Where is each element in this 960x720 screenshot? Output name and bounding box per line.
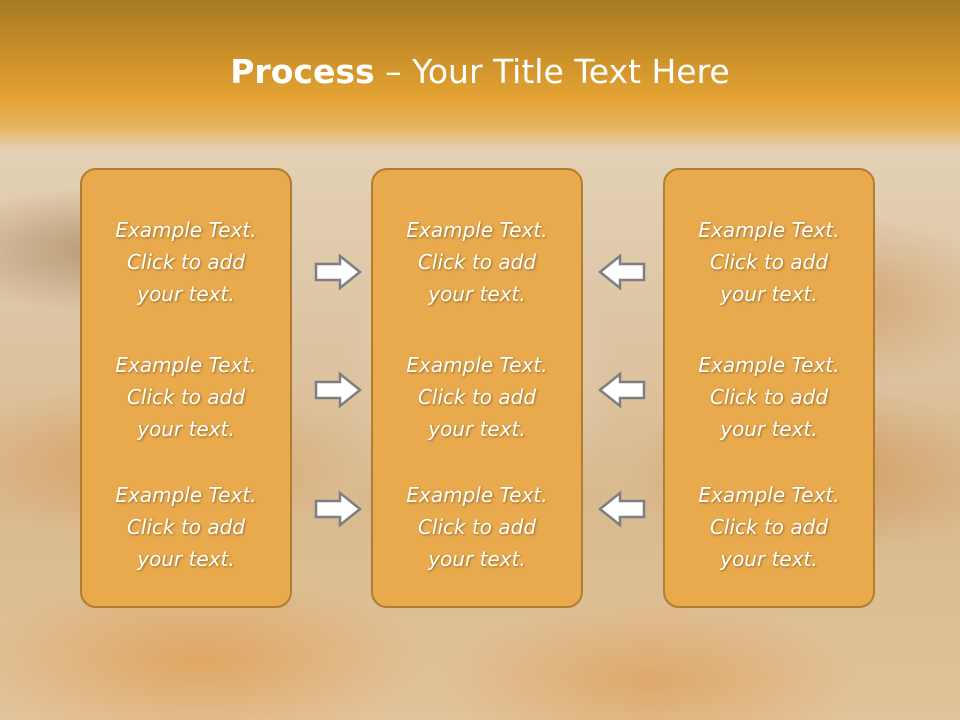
text-line: Example Text.	[406, 353, 548, 377]
text-line: Click to add	[126, 385, 246, 409]
text-line: Example Text.	[698, 218, 840, 242]
right-arrow-icon	[314, 490, 362, 528]
text-line: Click to add	[417, 515, 537, 539]
text-line: Click to add	[709, 515, 829, 539]
process-box-center[interactable]: Example Text. Click to add your text. Ex…	[371, 168, 583, 608]
text-line: Click to add	[417, 250, 537, 274]
text-placeholder[interactable]: Example Text. Click to add your text.	[82, 479, 290, 575]
text-placeholder[interactable]: Example Text. Click to add your text.	[373, 349, 581, 445]
text-line: your text.	[428, 417, 526, 441]
text-line: your text.	[137, 282, 235, 306]
title-rest-part: – Your Title Text Here	[374, 52, 730, 91]
title-bold-part: Process	[230, 52, 375, 91]
slide-title[interactable]: Process – Your Title Text Here	[0, 52, 960, 91]
right-arrow-icon	[314, 253, 362, 291]
text-line: Example Text.	[698, 353, 840, 377]
text-line: Example Text.	[406, 483, 548, 507]
text-line: Click to add	[709, 250, 829, 274]
text-placeholder[interactable]: Example Text. Click to add your text.	[665, 479, 873, 575]
title-band	[0, 0, 960, 150]
text-placeholder[interactable]: Example Text. Click to add your text.	[373, 214, 581, 310]
process-box-left[interactable]: Example Text. Click to add your text. Ex…	[80, 168, 292, 608]
text-placeholder[interactable]: Example Text. Click to add your text.	[665, 214, 873, 310]
text-line: your text.	[720, 547, 818, 571]
left-arrow-icon	[598, 371, 646, 409]
text-line: Example Text.	[698, 483, 840, 507]
text-line: Click to add	[126, 250, 246, 274]
text-line: your text.	[720, 417, 818, 441]
text-line: your text.	[137, 417, 235, 441]
text-line: Example Text.	[406, 218, 548, 242]
right-arrow-icon	[314, 371, 362, 409]
text-line: Example Text.	[115, 218, 257, 242]
text-line: your text.	[428, 547, 526, 571]
left-arrow-icon	[598, 253, 646, 291]
text-placeholder[interactable]: Example Text. Click to add your text.	[82, 214, 290, 310]
left-arrow-icon	[598, 490, 646, 528]
text-line: Example Text.	[115, 353, 257, 377]
text-placeholder[interactable]: Example Text. Click to add your text.	[665, 349, 873, 445]
text-placeholder[interactable]: Example Text. Click to add your text.	[82, 349, 290, 445]
text-placeholder[interactable]: Example Text. Click to add your text.	[373, 479, 581, 575]
text-line: Click to add	[417, 385, 537, 409]
text-line: your text.	[720, 282, 818, 306]
process-box-right[interactable]: Example Text. Click to add your text. Ex…	[663, 168, 875, 608]
text-line: Click to add	[126, 515, 246, 539]
text-line: Example Text.	[115, 483, 257, 507]
text-line: your text.	[428, 282, 526, 306]
text-line: your text.	[137, 547, 235, 571]
text-line: Click to add	[709, 385, 829, 409]
